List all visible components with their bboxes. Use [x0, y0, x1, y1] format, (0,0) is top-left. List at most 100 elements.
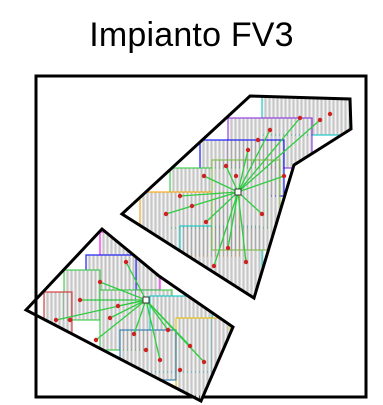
pv-string-row — [183, 225, 188, 298]
inverter-marker-icon — [187, 343, 193, 349]
cabling-route-northeast — [165, 117, 321, 267]
pv-string-row — [341, 96, 346, 136]
cabling-route — [205, 191, 239, 223]
pv-string-row — [115, 289, 120, 351]
substation-cabin — [142, 296, 150, 304]
pv-field-northeast-rows — [139, 96, 351, 298]
pv-string-row — [317, 96, 322, 136]
inverter-marker-icon — [201, 359, 207, 365]
cabling-route — [117, 299, 147, 307]
pv-string-row — [47, 291, 52, 337]
pv-string-row — [75, 269, 80, 321]
pv-string-row — [211, 317, 216, 401]
inverter-markers-northeast — [163, 111, 333, 269]
cabling-route — [95, 299, 147, 341]
cabling-route — [109, 299, 147, 319]
pv-string-row — [155, 231, 160, 291]
cabling-route — [179, 191, 239, 197]
cabling-route — [99, 281, 147, 301]
cabling-route — [237, 117, 301, 193]
pv-string-row — [219, 159, 224, 251]
substation-cabin — [234, 188, 242, 196]
cabling-route — [237, 149, 249, 193]
pv-string-row — [247, 159, 252, 251]
inverter-marker-icon — [267, 127, 273, 133]
pv-string-row — [187, 225, 192, 298]
pv-string-row — [191, 225, 196, 298]
cabling-route — [237, 129, 271, 193]
cabling-route-southwest — [55, 261, 205, 363]
pv-string-row — [207, 317, 212, 401]
pv-string-row — [215, 159, 220, 251]
inverter-marker-icon — [297, 115, 303, 121]
inverter-marker-icon — [115, 303, 121, 309]
pv-string-row — [307, 117, 312, 169]
pv-string-row — [83, 269, 88, 321]
inverter-marker-icon — [67, 317, 73, 323]
inverter-marker-icon — [143, 347, 149, 353]
pv-string-row — [159, 329, 164, 381]
inverter-marker-icon — [189, 203, 195, 209]
pv-string-row — [243, 159, 248, 251]
pv-string-row — [159, 191, 164, 257]
pv-string-row — [313, 96, 318, 136]
inverter-marker-icon — [107, 315, 113, 321]
inverter-marker-icon — [157, 357, 163, 363]
pv-string-row — [103, 289, 108, 351]
inverter-marker-icon — [223, 163, 229, 169]
pv-field-southwest-boundary — [23, 226, 235, 404]
inverter-marker-icon — [211, 263, 217, 269]
cabling-route — [165, 191, 239, 215]
pv-string-row — [139, 329, 144, 381]
pv-string-row — [163, 191, 168, 257]
inverter-marker-icon — [123, 259, 129, 265]
inverter-marker-icon — [177, 193, 183, 199]
inverter-marker-icon — [165, 327, 171, 333]
pv-string-row — [135, 329, 140, 381]
pv-string-row — [143, 191, 148, 257]
cabling-route — [133, 299, 147, 335]
pv-string-row — [321, 96, 326, 136]
pv-string-row — [123, 329, 128, 381]
pv-string-row — [51, 291, 56, 337]
pv-string-row — [223, 317, 228, 401]
pv-string-row — [55, 291, 60, 337]
pv-string-row — [67, 291, 72, 337]
inverter-marker-icon — [97, 279, 103, 285]
pv-string-row — [79, 269, 84, 321]
inverter-markers-southwest — [53, 259, 207, 373]
pv-string-row — [179, 317, 184, 401]
pv-string-row — [147, 231, 152, 291]
pv-string-row — [267, 159, 272, 251]
inverter-marker-icon — [233, 173, 239, 179]
inverter-marker-icon — [93, 337, 99, 343]
inverter-marker-icon — [177, 367, 183, 373]
pv-string-row — [275, 159, 280, 251]
cabling-route — [237, 191, 247, 263]
pv-string-row — [167, 329, 172, 381]
page-title: Impianto FV3 — [89, 16, 294, 54]
inverter-marker-icon — [327, 111, 333, 117]
cabling-route — [145, 299, 161, 361]
inverter-marker-icon — [317, 117, 323, 123]
cabling-route — [145, 299, 205, 363]
pv-string-row — [183, 317, 188, 401]
pv-string-row — [151, 191, 156, 257]
pv-string-row — [127, 329, 132, 381]
inverter-marker-icon — [259, 211, 265, 217]
pv-string-row — [143, 231, 148, 291]
pv-string-row — [333, 96, 338, 136]
pv-string-row — [287, 117, 292, 169]
pv-string-row — [259, 159, 264, 251]
cabling-route — [213, 191, 239, 267]
pv-string-row — [175, 191, 180, 257]
pv-string-row — [147, 191, 152, 257]
inverter-marker-icon — [131, 331, 137, 337]
inverter-marker-icon — [245, 147, 251, 153]
cabling-route — [227, 191, 239, 249]
pv-string-row — [195, 317, 200, 401]
cabling-route — [125, 261, 147, 301]
pv-string-row — [263, 159, 268, 251]
inverter-marker-icon — [203, 219, 209, 225]
